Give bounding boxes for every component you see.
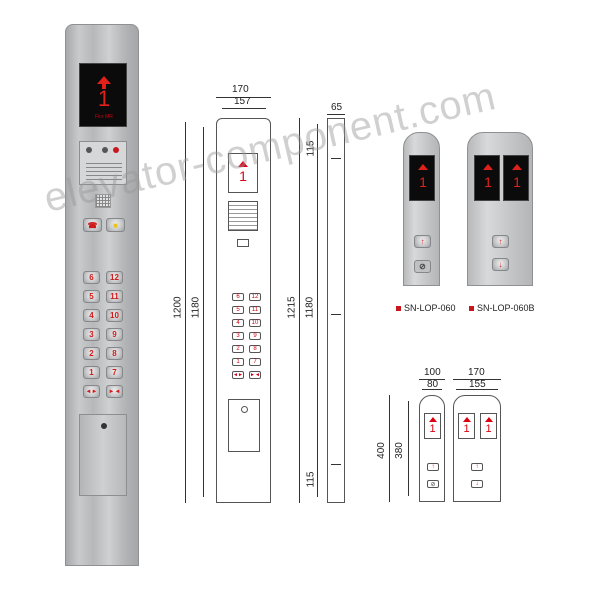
speaker-grille bbox=[86, 162, 122, 180]
floor-button-1[interactable]: 1 bbox=[83, 366, 100, 379]
drawing-floor-button-2: 2 bbox=[232, 345, 244, 353]
floor-button-5[interactable]: 5 bbox=[83, 290, 100, 303]
phone-button[interactable]: ☎ bbox=[83, 218, 102, 232]
lop-floor-number: 1 bbox=[513, 174, 521, 190]
lop-060b-label: SN-LOP-060B bbox=[469, 303, 535, 313]
up-arrow-icon bbox=[418, 164, 428, 170]
up-arrow-icon bbox=[97, 76, 111, 84]
lop-large-drawing: 1 1 ↑ ↓ bbox=[453, 395, 501, 502]
drawing-floor-button-6: 6 bbox=[232, 293, 244, 301]
floor-button-3[interactable]: 3 bbox=[83, 328, 100, 341]
lop-small-width-outer: 100 bbox=[424, 367, 441, 378]
lop-display-left: 1 bbox=[474, 155, 500, 201]
lop-small-floor: 1 bbox=[429, 423, 436, 435]
lop-small-width-inner: 80 bbox=[427, 379, 439, 390]
bell-icon: ■ bbox=[113, 220, 118, 230]
up-button[interactable]: ↑ bbox=[427, 463, 439, 471]
down-button[interactable]: ↓ bbox=[471, 480, 483, 488]
microphone-grid bbox=[95, 194, 111, 208]
up-call-button[interactable]: ↑ bbox=[492, 235, 509, 248]
drawing-floor-button-12: 12 bbox=[249, 293, 261, 301]
drawing-floor-number: 1 bbox=[239, 168, 247, 184]
floor-button-12[interactable]: 12 bbox=[106, 271, 123, 284]
lop-small-drawing: 1 ↑ ⊘ bbox=[419, 395, 445, 502]
drawing-floor-button-5: 5 bbox=[232, 306, 244, 314]
up-arrow-icon: ↑ bbox=[420, 237, 425, 246]
drawing-floor-button-1: 1 bbox=[232, 358, 244, 366]
floor-button-4[interactable]: 4 bbox=[83, 309, 100, 322]
down-call-button[interactable]: ↓ bbox=[492, 258, 509, 271]
drawing-floor-button-4: 4 bbox=[232, 319, 244, 327]
dim-height-total: 1200 bbox=[172, 296, 184, 319]
floor-button-7[interactable]: 7 bbox=[106, 366, 123, 379]
alarm-button[interactable]: ■ bbox=[106, 218, 125, 232]
floor-display: 1 Fire MR bbox=[79, 63, 127, 127]
dim-bottom: 115 bbox=[305, 471, 317, 488]
drawing-floor-button-10: 10 bbox=[249, 319, 261, 327]
floor-button-6[interactable]: 6 bbox=[83, 271, 100, 284]
info-plate bbox=[79, 141, 127, 185]
up-arrow-icon bbox=[238, 161, 248, 167]
cop-drawing-side bbox=[327, 118, 345, 503]
display-caption: Fire MR bbox=[95, 114, 113, 120]
up-call-button[interactable]: ↑ bbox=[414, 235, 431, 248]
dim-width-outer: 170 bbox=[232, 84, 249, 95]
drawing-floor-button-8: 8 bbox=[249, 345, 261, 353]
keyhole-icon[interactable] bbox=[101, 423, 107, 429]
door-close-button[interactable]: ►◄ bbox=[106, 385, 123, 398]
lop-060-panel: 1 ↑ ⊘ bbox=[403, 132, 440, 286]
dim-depth: 65 bbox=[331, 102, 343, 113]
drawing-door-close: ►◄ bbox=[249, 371, 261, 379]
dim-side-total: 1215 bbox=[286, 296, 298, 319]
lop-large-width-inner: 155 bbox=[469, 379, 486, 390]
drawing-floor-button-7: 7 bbox=[249, 358, 261, 366]
lop-display: 1 bbox=[409, 155, 435, 201]
key-button[interactable]: ⊘ bbox=[427, 480, 439, 488]
up-arrow-icon bbox=[483, 164, 493, 170]
lop-060-label: SN-LOP-060 bbox=[396, 303, 456, 313]
drawing-door-open: ◄► bbox=[232, 371, 244, 379]
floor-button-10[interactable]: 10 bbox=[106, 309, 123, 322]
up-arrow-icon bbox=[463, 417, 471, 422]
lop-large-floor-right: 1 bbox=[485, 423, 492, 435]
drawing-floor-button-9: 9 bbox=[249, 332, 261, 340]
up-button[interactable]: ↑ bbox=[471, 463, 483, 471]
up-arrow-icon: ↑ bbox=[498, 237, 503, 246]
lop-large-floor-left: 1 bbox=[463, 423, 470, 435]
floor-number: 1 bbox=[97, 86, 111, 111]
floor-button-11[interactable]: 11 bbox=[106, 290, 123, 303]
dim-height-inner: 1180 bbox=[190, 296, 202, 319]
lop-height-outer: 400 bbox=[375, 442, 387, 459]
lop-height-inner: 380 bbox=[393, 442, 405, 459]
dim-width-inner: 157 bbox=[234, 96, 251, 107]
lop-060b-panel: 1 1 ↑ ↓ bbox=[467, 132, 533, 286]
lop-floor-number: 1 bbox=[419, 174, 427, 190]
lop-display-right: 1 bbox=[503, 155, 529, 201]
drawing-floor-button-11: 11 bbox=[249, 306, 261, 314]
floor-button-2[interactable]: 2 bbox=[83, 347, 100, 360]
phone-icon: ☎ bbox=[87, 220, 98, 230]
up-arrow-icon bbox=[485, 417, 493, 422]
up-arrow-icon bbox=[512, 164, 522, 170]
service-cabinet bbox=[79, 414, 127, 496]
dim-side-inner: 1180 bbox=[304, 296, 316, 319]
key-icon: ⊘ bbox=[419, 262, 426, 271]
drawing-floor-button-3: 3 bbox=[232, 332, 244, 340]
door-open-button[interactable]: ◄► bbox=[83, 385, 100, 398]
lop-floor-number: 1 bbox=[484, 174, 492, 190]
floor-button-9[interactable]: 9 bbox=[106, 328, 123, 341]
lop-large-width-outer: 170 bbox=[468, 367, 485, 378]
up-arrow-icon bbox=[429, 417, 437, 422]
floor-button-8[interactable]: 8 bbox=[106, 347, 123, 360]
key-switch[interactable]: ⊘ bbox=[414, 260, 431, 273]
down-arrow-icon: ↓ bbox=[498, 260, 503, 269]
